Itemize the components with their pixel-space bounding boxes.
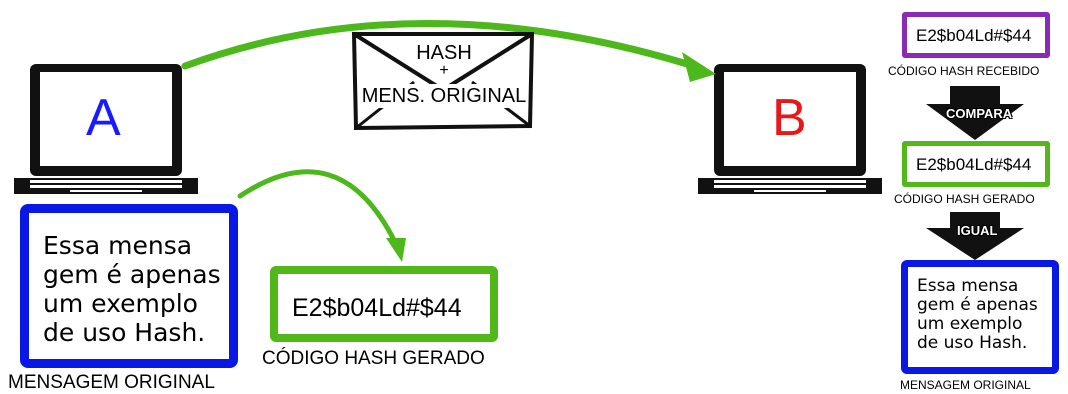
- sender-message-line: gem é apenas: [43, 260, 221, 289]
- receiver-message-line: um exemplo: [917, 314, 1023, 334]
- receiver-message-box: Essa mensa gem é apenas um exemplo de us…: [901, 260, 1059, 374]
- receiver-message-line: de uso Hash.: [917, 333, 1028, 353]
- sender-hash-caption: CÓDIGO HASH GERADO: [262, 348, 485, 369]
- laptop-b-icon: [698, 64, 882, 194]
- receiver-message-line: Essa mensa: [917, 276, 1019, 296]
- envelope-line-message: MENS. ORIGINAL: [359, 84, 529, 108]
- envelope-line-plus: +: [439, 62, 449, 79]
- compare-label: COMPARA: [946, 106, 1013, 121]
- received-hash-box: E2$b04Ld#$44: [902, 12, 1050, 58]
- equal-arrow-icon: [926, 212, 1024, 260]
- sender-hash-box: E2$b04Ld#$44: [270, 266, 498, 342]
- sender-message-line: um exemplo: [43, 289, 198, 318]
- envelope-label: HASH + MENS. ORIGINAL: [342, 42, 546, 108]
- envelope-line-hash: HASH: [416, 42, 472, 64]
- hashing-arrow-icon: [237, 169, 406, 262]
- equal-label: IGUAL: [957, 223, 998, 238]
- laptop-a-icon: [14, 64, 198, 194]
- receiver-message-line: gem é apenas: [917, 295, 1038, 315]
- generated-hash-box: E2$b04Ld#$44: [902, 141, 1050, 187]
- sender-hash-value: E2$b04Ld#$44: [292, 294, 462, 322]
- generated-hash-caption: CÓDIGO HASH GERADO: [894, 192, 1035, 206]
- received-hash-value: E2$b04Ld#$44: [916, 26, 1032, 45]
- laptop-b-label: B: [772, 89, 807, 147]
- laptop-a-label: A: [86, 89, 121, 147]
- sender-message-box: Essa mensa gem é apenas um exemplo de us…: [20, 204, 238, 368]
- sender-message-caption: MENSAGEM ORIGINAL: [8, 372, 215, 393]
- compare-arrow-icon: [926, 86, 1024, 140]
- generated-hash-value: E2$b04Ld#$44: [916, 155, 1032, 174]
- sender-message-line: de uso Hash.: [43, 318, 206, 347]
- receiver-message-caption: MENSAGEM ORIGINAL: [900, 378, 1031, 392]
- sender-message-line: Essa mensa: [43, 231, 193, 260]
- transfer-arrow-icon: [181, 20, 716, 82]
- received-hash-caption: CÓDIGO HASH RECEBIDO: [888, 64, 1040, 78]
